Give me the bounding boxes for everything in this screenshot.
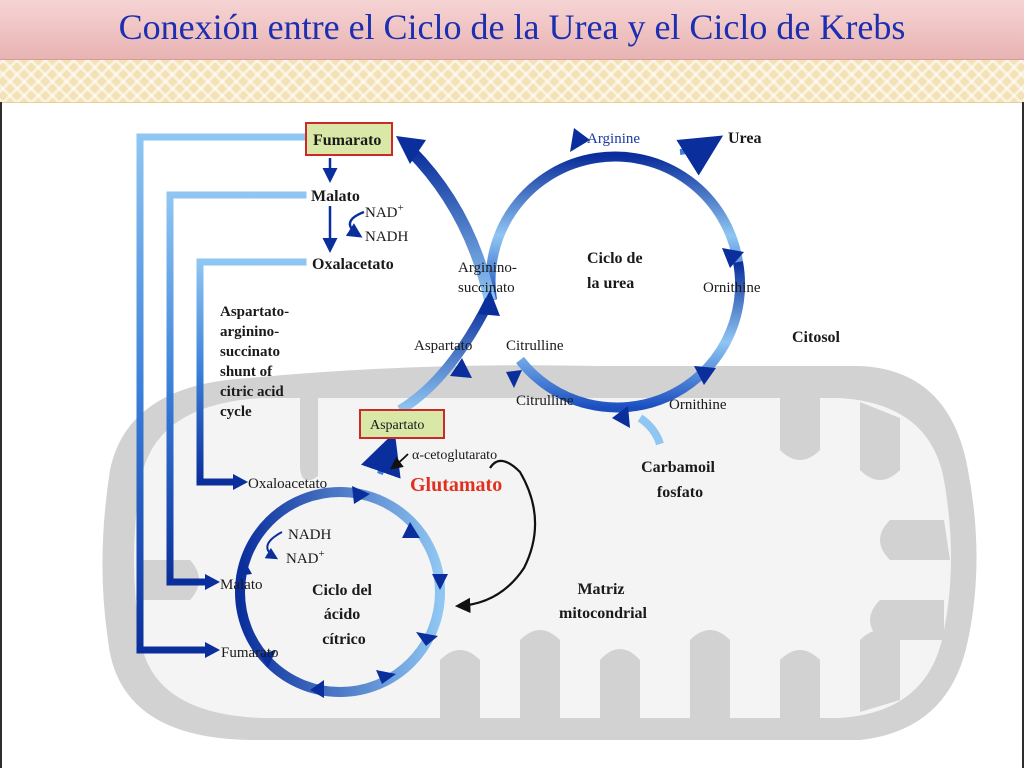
- label-argininosuccinato: Arginino- succinato: [458, 260, 521, 296]
- label-oxalacetato-top: Oxalacetato: [312, 256, 394, 273]
- carbamoil-feed: [637, 414, 664, 446]
- left-border: [0, 102, 2, 768]
- label-carbamoil-fosfato: Carbamoil fosfato: [641, 459, 719, 501]
- label-cetoglutarato: α-cetoglutarato: [412, 448, 497, 463]
- label-oxaloacetato-bottom: Oxaloacetato: [248, 476, 327, 492]
- glutamato-arrow: [454, 459, 537, 614]
- krebs-cycle: [235, 487, 445, 697]
- label-shunt: Aspartato- arginino- succinato shunt of …: [220, 304, 293, 420]
- label-matriz-mitocondrial: Matriz mitocondrial: [559, 581, 648, 622]
- fumarato-highlight-box: [305, 122, 393, 156]
- right-border: [1022, 102, 1024, 768]
- urea-cycle: [485, 151, 745, 413]
- shunt-lines: [136, 133, 307, 654]
- aspartato-mid-arrowhead: [450, 358, 472, 378]
- krebs-cycle-arrowheads: [236, 486, 448, 698]
- label-malato-bottom: Malato: [220, 577, 263, 593]
- label-glutamato: Glutamato: [410, 474, 502, 496]
- nadh-bottom-arrow: [264, 531, 283, 560]
- oxaloacetato-aspartato-arrow: [361, 432, 401, 479]
- urea-output-arrow: [676, 135, 724, 176]
- decorative-band: [0, 60, 1024, 103]
- label-ornithine-outer: Ornithine: [703, 280, 761, 296]
- label-ciclo-urea: Ciclo de la urea: [587, 250, 647, 292]
- label-malato-top: Malato: [311, 188, 360, 205]
- mitochondrion: [102, 365, 977, 740]
- argininosuccinato-arrowhead: [478, 290, 500, 316]
- label-fumarato-bottom: Fumarato: [221, 645, 279, 661]
- label-nadh-top: NADH: [365, 229, 408, 245]
- title-bar: Conexión entre el Ciclo de la Urea y el …: [0, 0, 1024, 60]
- urea-cycle-arrowheads: [506, 128, 744, 428]
- aspartato-upward-arc: [397, 297, 495, 415]
- label-aspartato-box: Aspartato: [370, 418, 424, 433]
- slide-title: Conexión entre el Ciclo de la Urea y el …: [118, 7, 906, 47]
- label-nadh-bottom: NADH: [288, 527, 331, 543]
- fumarato-arrowhead: [396, 136, 426, 164]
- label-urea: Urea: [728, 130, 761, 147]
- label-arginine: Arginine: [587, 131, 640, 147]
- label-nad-top: NAD+: [365, 202, 404, 221]
- shunt-arrowheads: [205, 474, 248, 658]
- label-nad-bottom: NAD+: [286, 548, 325, 567]
- label-citosol: Citosol: [792, 329, 841, 346]
- cetoglutarato-arrow: [389, 453, 409, 470]
- fumarato-malato-arrows: [322, 158, 365, 253]
- argininosuccinato-fumarato-arc: [405, 145, 496, 302]
- label-citrulline-outer: Citrulline: [506, 338, 564, 354]
- label-ornithine-inner: Ornithine: [669, 397, 727, 413]
- label-ciclo-citrico: Ciclo del ácido cítrico: [312, 582, 376, 648]
- label-aspartato-mid: Aspartato: [414, 338, 472, 354]
- label-fumarato-top: Fumarato: [313, 132, 381, 149]
- label-citrulline-inner: Citrulline: [516, 393, 574, 409]
- aspartato-highlight-box: [359, 409, 445, 439]
